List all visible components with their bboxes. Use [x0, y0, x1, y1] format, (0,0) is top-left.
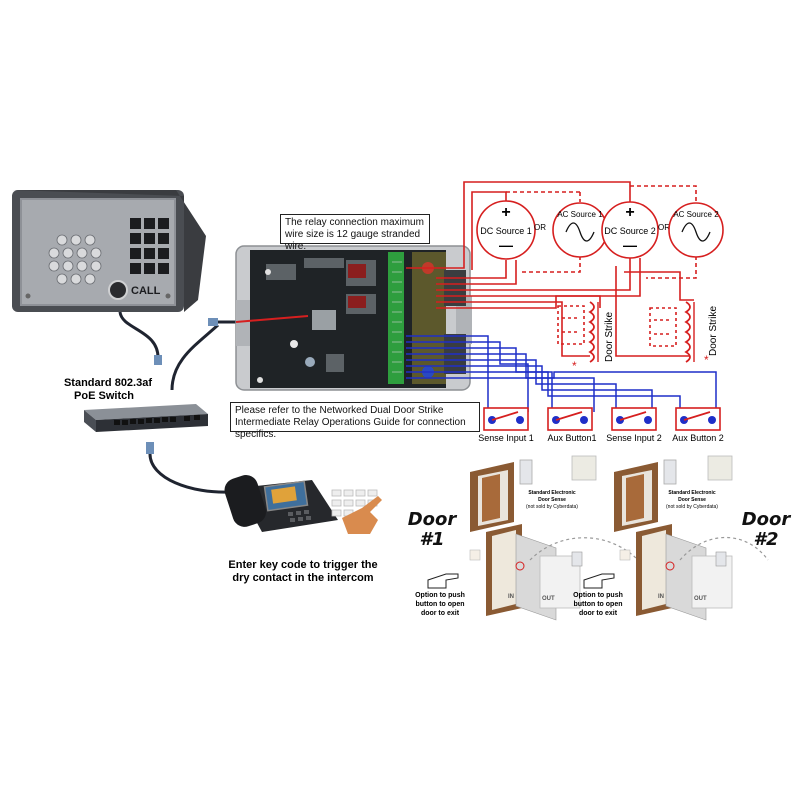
- dc1-minus: —: [499, 237, 513, 253]
- sensor-note-1-line2: Door Sense: [538, 497, 566, 503]
- sense-input-2-switch: [611, 407, 657, 431]
- dc2-plus: +: [625, 204, 634, 221]
- sine-wave-icon: [681, 222, 711, 242]
- door-strike-1: * Door Strike: [572, 301, 615, 373]
- door-2-open-illustration: IN OUT: [619, 524, 769, 621]
- intercom-unit: CALL: [12, 190, 206, 312]
- aux-button-1-label: Aux Button1: [547, 433, 596, 443]
- call-button: [108, 280, 128, 300]
- push-note-1-line2: button to open: [416, 601, 465, 608]
- ethernet-cable-3: [148, 453, 233, 494]
- coil-icon: [588, 301, 595, 363]
- svg-text:IN: IN: [658, 594, 664, 600]
- dc1-plus: +: [501, 204, 510, 221]
- door-1-sense-illustration: Standard Electronic Door Sense (not sold…: [470, 455, 597, 532]
- poe-switch: [84, 404, 208, 432]
- push-note-2-line1: Option to push: [573, 592, 623, 599]
- svg-text:OUT: OUT: [694, 596, 707, 602]
- sensor-note-2-line1: Standard Electronic: [668, 490, 715, 496]
- aux-button-2-switch: [675, 407, 721, 431]
- switch-label-line1: Standard 802.3af: [64, 377, 152, 389]
- push-note-1-line3: door to exit: [421, 610, 460, 617]
- door-sensor-icon: [663, 459, 677, 485]
- sine-wave-icon: [565, 222, 595, 242]
- dc2-label: DC Source 2: [604, 226, 656, 236]
- dc1-label: DC Source 1: [480, 226, 532, 236]
- coil-icon: [684, 301, 691, 363]
- svg-text:IN: IN: [508, 594, 514, 600]
- or-label-1: OR: [534, 223, 546, 232]
- keypad-hand-illustration: [331, 489, 382, 534]
- relay-board: [235, 245, 472, 391]
- aux-button-1-switch: [547, 407, 593, 431]
- push-note-2-line3: door to exit: [579, 610, 618, 617]
- door-strike-2: * Door Strike: [684, 301, 719, 367]
- sense-input-1-label: Sense Input 1: [478, 433, 534, 443]
- door-strike-1-label: Door Strike: [604, 312, 615, 362]
- refer-guide-note: Please refer to the Networked Dual Door …: [230, 402, 480, 440]
- ethernet-cable-2: [170, 323, 220, 391]
- door-1-title: Door #1: [404, 510, 460, 550]
- ip-phone: [224, 475, 338, 532]
- ac-source-2: AC Source 2: [668, 202, 724, 258]
- blue-wiring: [406, 335, 717, 412]
- ac1-label: AC Source 1: [557, 210, 603, 219]
- push-plate-icon: [707, 455, 733, 481]
- terminal-block-left: [388, 252, 404, 384]
- sensor-note-2-line2: Door Sense: [678, 497, 706, 503]
- door-1-word: Door: [407, 509, 457, 530]
- call-label: CALL: [131, 285, 161, 297]
- ac2-label: AC Source 2: [673, 210, 719, 219]
- sense-input-1-switch: [483, 407, 529, 431]
- sensor-note-1-line3: (not sold by Cyberdata): [526, 504, 578, 510]
- switch-label-line2: PoE Switch: [74, 390, 134, 402]
- hand-pointer-icon: [427, 573, 459, 589]
- door-1-number: #1: [419, 529, 445, 550]
- ac-source-1: AC Source 1: [552, 202, 608, 258]
- push-note-1-line1: Option to push: [415, 592, 465, 599]
- sense-input-2-label: Sense Input 2: [606, 433, 662, 443]
- aux-button-2-label: Aux Button 2: [672, 433, 724, 443]
- sensor-note-1-line1: Standard Electronic: [528, 490, 575, 496]
- push-plate-icon: [571, 455, 597, 481]
- sensor-note-2-line3: (not sold by Cyberdata): [666, 504, 718, 510]
- speaker-grille: [48, 234, 102, 285]
- rj45-plug-2: [208, 318, 218, 326]
- dc-source-1: + DC Source 1 —: [476, 200, 536, 260]
- ethernet-cable-1: [118, 311, 160, 361]
- door-2-word: Door: [741, 509, 791, 530]
- phone-caption-line2: dry contact in the intercom: [232, 572, 373, 584]
- red-wiring: [406, 181, 697, 357]
- phone-caption-line1: Enter key code to trigger the: [228, 559, 377, 571]
- door-2-sense-illustration: Standard Electronic Door Sense (not sold…: [614, 455, 733, 532]
- rj45-plug-3: [146, 442, 154, 454]
- rj45-plug-1: [154, 355, 162, 365]
- door-sensor-icon: [519, 459, 533, 485]
- dc2-minus: —: [623, 237, 637, 253]
- or-label-2: OR: [658, 223, 670, 232]
- svg-text:OUT: OUT: [542, 596, 555, 602]
- door-2-title: Door #2: [738, 510, 794, 550]
- strike1-star: *: [572, 359, 577, 373]
- strike2-star: *: [704, 353, 709, 367]
- dc-source-2: + DC Source 2 —: [601, 201, 659, 259]
- door-2-number: #2: [753, 529, 779, 550]
- push-note-2-line2: button to open: [574, 601, 623, 608]
- keypad: [130, 218, 169, 274]
- wire-gauge-note: The relay connection maximum wire size i…: [280, 214, 430, 252]
- door-strike-2-label: Door Strike: [708, 306, 719, 356]
- hand-pointer-icon: [583, 573, 615, 589]
- door-1-open-illustration: IN OUT: [469, 524, 641, 621]
